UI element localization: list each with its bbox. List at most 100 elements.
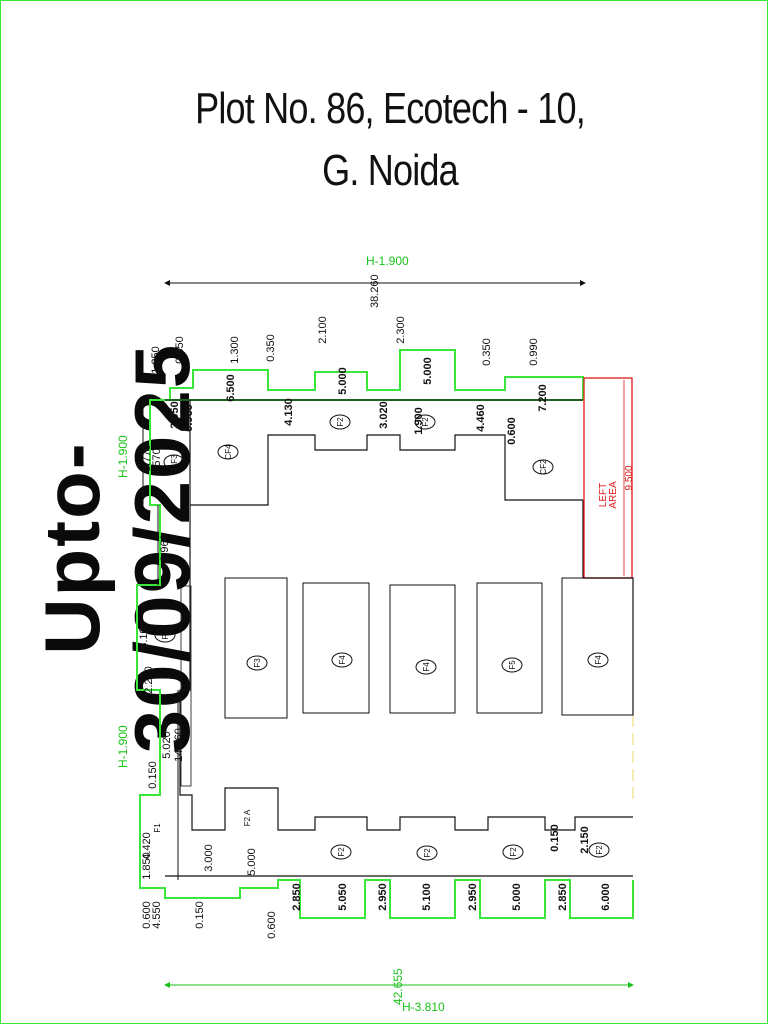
left-dim-4: 2.200 (143, 666, 155, 694)
top-dim-6: 0.990 (528, 338, 540, 366)
left-dim-0: 5.770 (141, 444, 153, 472)
svg-text:CF2: CF2 (539, 459, 548, 475)
svg-text:CF4: CF4 (224, 444, 233, 460)
top-overall-dim: 38.260 (369, 274, 381, 308)
top-dim-2: 0.350 (265, 334, 277, 362)
block-f4-a (302, 582, 370, 714)
room-f4-c: F4 (587, 652, 609, 668)
top-inner-dim-7: 1.900 (413, 407, 425, 435)
room-f2-left: F2 (154, 627, 176, 643)
top-dims: 0.650 1.300 0.350 2.100 2.300 0.350 0.990 1.250 (150, 316, 540, 374)
building-outline (165, 399, 634, 877)
room-cf2: CF2 (532, 459, 554, 475)
room-f2-top-2: F2 (414, 414, 436, 430)
left-dim-12: 0.150 (194, 901, 206, 929)
bottom-height: H-3.810 (402, 1000, 445, 1014)
svg-text:CF3: CF3 (170, 454, 179, 470)
svg-text:F3: F3 (253, 658, 262, 668)
room-f4-b: F4 (415, 659, 437, 675)
bottom-dim-8: 0.150 (549, 824, 561, 852)
top-dim-4: 2.300 (395, 316, 407, 344)
svg-text:F4: F4 (594, 655, 603, 665)
svg-text:F2: F2 (509, 847, 518, 857)
top-dim-3: 2.100 (317, 316, 329, 344)
left-dim-2: 3.960 (159, 534, 171, 562)
left-dim-9: 1.850 (141, 852, 153, 880)
svg-text:F2 A: F2 A (243, 809, 252, 826)
bottom-dim-0: 2.850 (291, 883, 303, 911)
left-dim-14: 5.000 (246, 848, 258, 876)
left-area-label-1: LEFT (598, 483, 609, 507)
left-dim-8: 4.420 (141, 832, 153, 860)
room-f2a: F2 A (243, 809, 252, 826)
bottom-dim-7: 6.000 (600, 883, 612, 911)
top-inner-dim-6: 5.000 (422, 357, 434, 385)
top-dim-0: 0.650 (174, 336, 186, 364)
top-inner-dim-5: 3.020 (378, 401, 390, 429)
room-f3: F3 (246, 655, 268, 671)
svg-text:F2: F2 (595, 845, 604, 855)
svg-text:F5: F5 (508, 660, 517, 670)
svg-text:F2: F2 (337, 847, 346, 857)
block-f5 (476, 582, 543, 714)
bottom-overall-dim: 42.655 (391, 968, 405, 1005)
bottom-dim-1: 5.050 (337, 883, 349, 911)
left-dim-10: 4.550 (151, 901, 163, 929)
room-cf3: CF3 (163, 454, 185, 470)
bottom-dim-2: 2.950 (377, 883, 389, 911)
svg-text:F4: F4 (422, 662, 431, 672)
svg-text:F2: F2 (161, 630, 170, 640)
bottom-dim-3: 5.100 (421, 883, 433, 911)
left-dim-3: 5.100 (138, 621, 150, 649)
left-area-label-2: AREA (608, 481, 619, 509)
room-f2-bottom-3: F2 (502, 844, 524, 860)
svg-text:F2: F2 (336, 417, 345, 427)
block-f4-c (561, 577, 634, 716)
top-inner-dim-4: 5.000 (337, 367, 349, 395)
left-dim-13: 3.000 (203, 844, 215, 872)
svg-text:F4: F4 (338, 655, 347, 665)
top-inner-dim-10: 7.200 (537, 384, 549, 412)
left-dim-5: 5.020 (161, 731, 173, 759)
room-f2-bottom-4: F2 (588, 842, 610, 858)
top-inner-dim-0: 2.050 (169, 401, 181, 429)
room-f2-top-1: F2 (329, 414, 351, 430)
top-dim-1: 1.300 (229, 336, 241, 364)
left-height-1: H-1.900 (116, 435, 130, 478)
room-cf4: CF4 (217, 444, 239, 460)
room-f2-bottom-1: F2 (330, 844, 352, 860)
bottom-dim-9: 2.150 (579, 826, 591, 854)
left-area-dim: 9.500 (624, 465, 635, 490)
svg-text:F2: F2 (423, 848, 432, 858)
column-strip (180, 585, 192, 787)
svg-text:F1: F1 (153, 823, 162, 833)
title-line-1: Plot No. 86, Ecotech - 10, (195, 84, 586, 133)
left-dim-15: 0.600 (266, 911, 278, 939)
left-dim-11: 0.600 (141, 901, 153, 929)
top-inner-dim-9: 0.600 (506, 417, 518, 445)
svg-text:F2: F2 (421, 417, 430, 427)
left-dim-6: 14.260 (173, 728, 185, 762)
top-dim-7: 1.250 (150, 346, 162, 374)
bottom-dim-5: 5.000 (511, 883, 523, 911)
top-inner-dim-2: 6.500 (225, 374, 237, 402)
bottom-dim-6: 2.850 (557, 883, 569, 911)
left-dim-7: 0.150 (147, 761, 159, 789)
top-inner-dim-3: 4.130 (283, 398, 295, 426)
top-height: H-1.900 (366, 254, 409, 268)
block-f4-b (389, 584, 456, 714)
left-dim-1: 4.570 (151, 448, 163, 476)
room-f2-bottom-2: F2 (416, 845, 438, 861)
left-height-2: H-1.900 (116, 725, 130, 768)
room-f5: F5 (501, 657, 523, 673)
room-f4-a: F4 (331, 652, 353, 668)
top-inner-dim-8: 4.460 (475, 404, 487, 432)
top-dim-5: 0.350 (481, 338, 493, 366)
block-f3 (224, 577, 288, 719)
title-line-2: G. Noida (322, 146, 459, 195)
page-title: Plot No. 86, Ecotech - 10, G. Noida (193, 78, 587, 202)
